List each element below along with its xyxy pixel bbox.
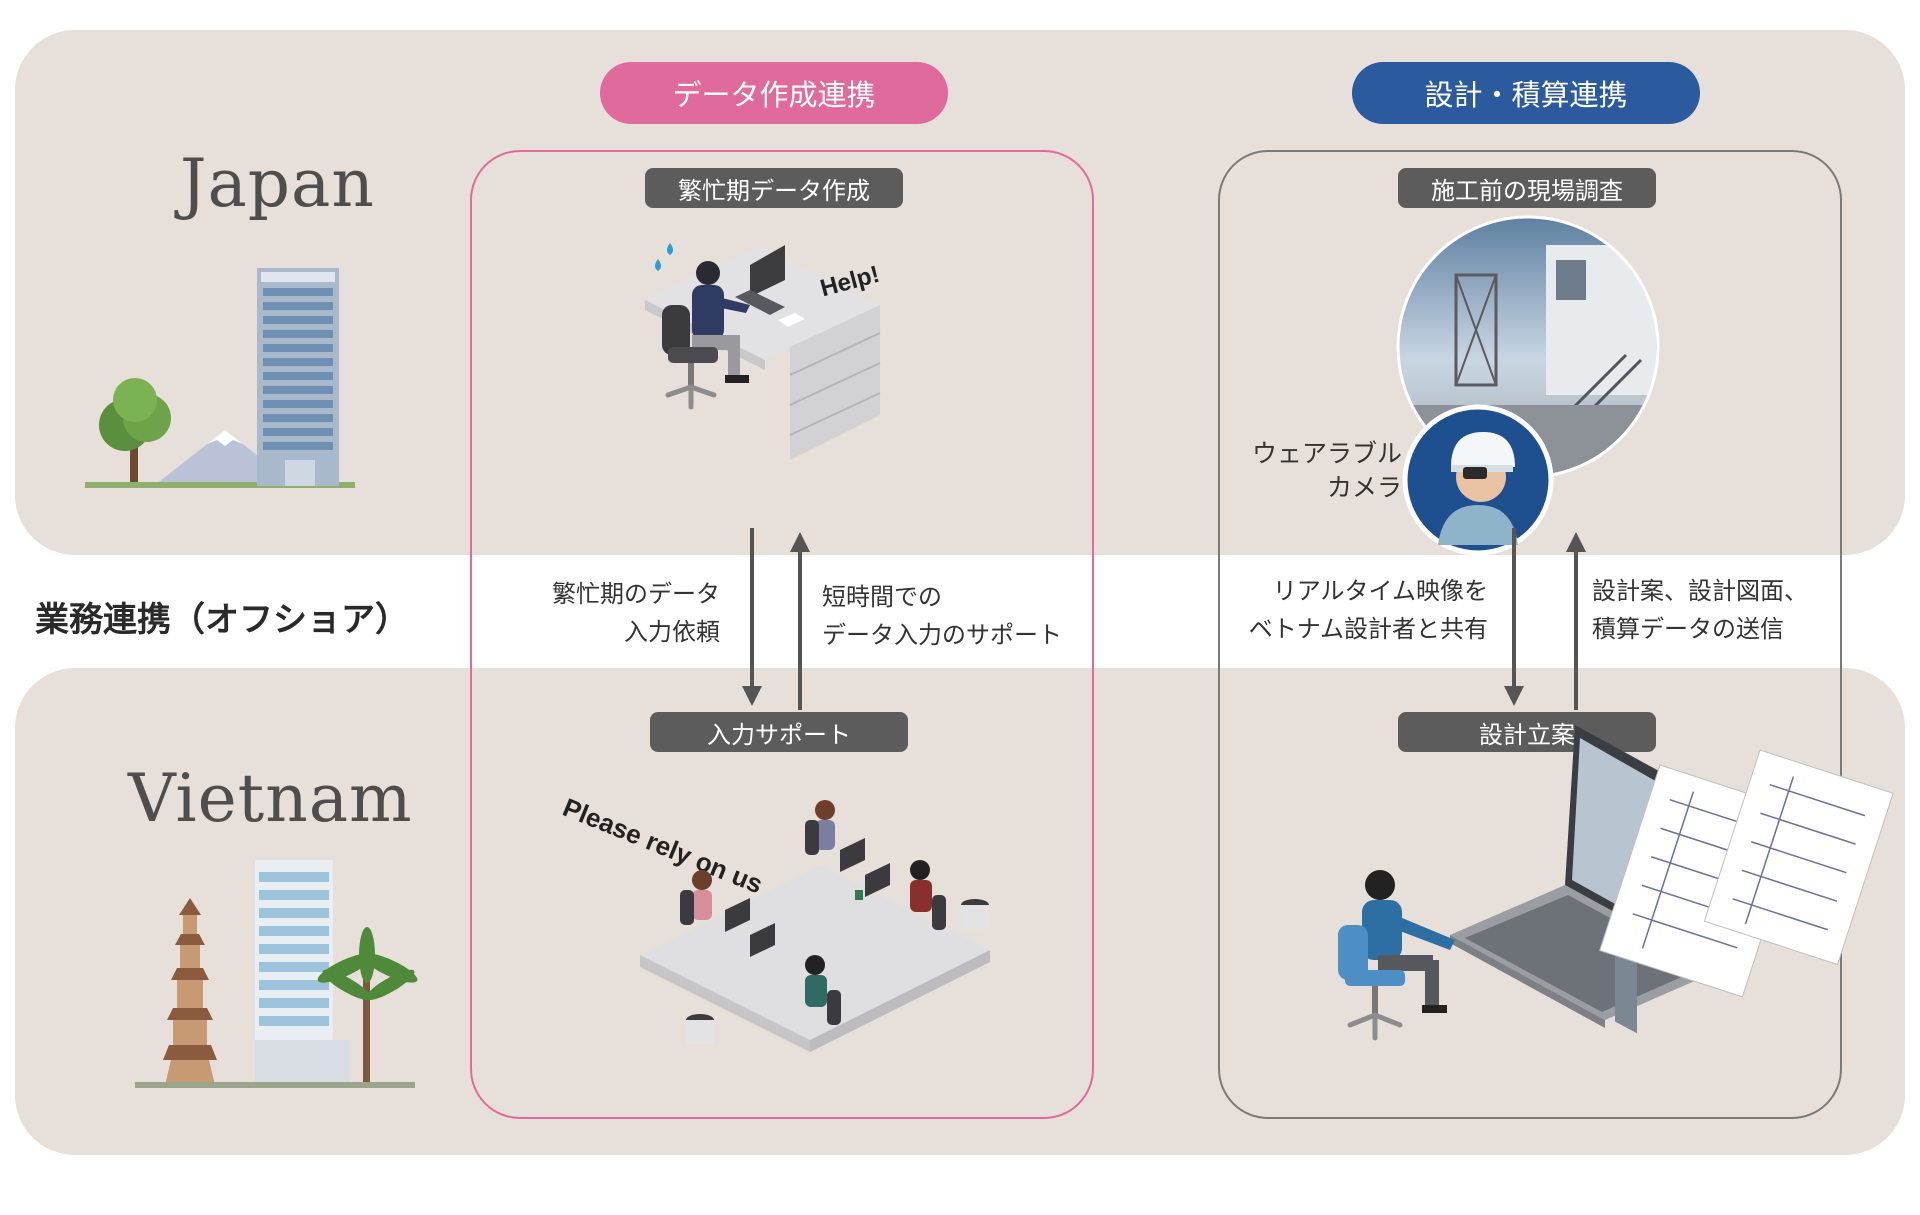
offshore-collaboration-label: 業務連携（オフショア） bbox=[35, 600, 409, 640]
vietnam-label: Vietnam bbox=[128, 760, 413, 837]
wearable-camera-worker bbox=[1402, 404, 1554, 556]
right-down-arrow bbox=[1504, 528, 1524, 706]
realtime-share-note-line2: ベトナム設計者と共有 bbox=[1248, 615, 1488, 643]
designer-laptop-illustration bbox=[1338, 725, 1894, 1041]
realtime-share-note-line1: リアルタイム映像を bbox=[1272, 577, 1488, 605]
data-creation-header: データ作成連携 bbox=[600, 62, 948, 124]
japan-illustration bbox=[85, 268, 355, 488]
support-team-illustration bbox=[640, 800, 990, 1052]
design-estimation-header: 設計・積算連携 bbox=[1352, 62, 1700, 124]
left-up-arrow bbox=[790, 532, 810, 710]
busy-worker-illustration bbox=[645, 243, 881, 460]
right-up-arrow bbox=[1566, 532, 1586, 710]
data-creation-frame bbox=[470, 150, 1094, 1119]
input-support-tag: 入力サポート bbox=[650, 712, 908, 752]
support-note: 短時間での データ入力のサポート bbox=[822, 578, 1062, 654]
design-planning-tag: 設計立案 bbox=[1398, 712, 1656, 752]
wearable-camera-label-line1: ウェアラブル bbox=[1251, 439, 1402, 468]
design-send-note-line1: 設計案、設計図面、 bbox=[1592, 577, 1808, 605]
design-send-note: 設計案、設計図面、 積算データの送信 bbox=[1592, 572, 1808, 648]
site-survey-tag: 施工前の現場調査 bbox=[1398, 168, 1656, 208]
design-estimation-frame bbox=[1218, 150, 1842, 1119]
japan-label: Japan bbox=[180, 145, 375, 222]
vietnam-illustration bbox=[135, 860, 418, 1088]
busy-request-note: 繁忙期のデータ 入力依頼 bbox=[545, 575, 720, 651]
left-down-arrow bbox=[742, 528, 762, 706]
support-note-line2: データ入力のサポート bbox=[822, 621, 1062, 649]
realtime-share-note: リアルタイム映像を ベトナム設計者と共有 bbox=[1238, 572, 1488, 648]
design-send-note-line2: 積算データの送信 bbox=[1592, 615, 1784, 643]
support-note-line1: 短時間での bbox=[822, 583, 942, 611]
wearable-camera-label: ウェアラブル カメラ bbox=[1250, 437, 1402, 505]
busy-period-tag: 繁忙期データ作成 bbox=[645, 168, 903, 208]
busy-request-note-line2: 入力依頼 bbox=[624, 618, 720, 646]
busy-request-note-line1: 繁忙期のデータ bbox=[552, 580, 720, 608]
wearable-camera-label-line2: カメラ bbox=[1326, 473, 1402, 502]
